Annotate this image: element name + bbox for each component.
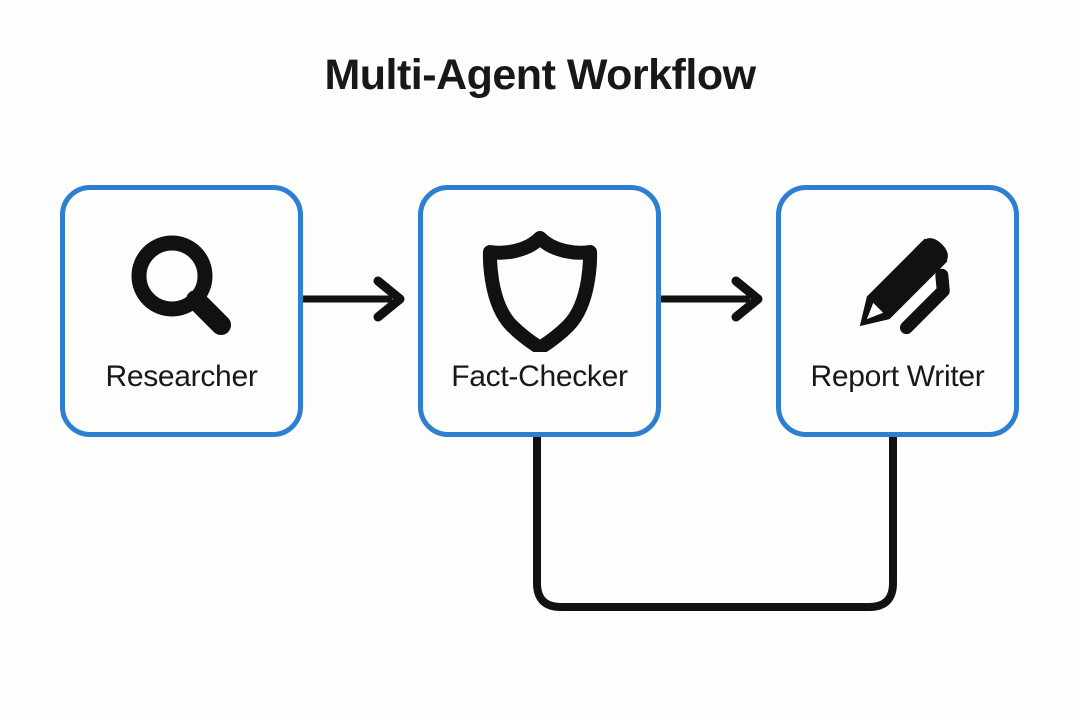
agent-card-fact-checker[interactable]: Fact-Checker xyxy=(418,185,661,437)
page-title: Multi-Agent Workflow xyxy=(324,51,756,99)
agent-card-label: Fact-Checker xyxy=(451,360,628,393)
magnifying-glass-icon xyxy=(118,224,246,352)
shield-icon xyxy=(476,224,604,352)
arrow-fact-checker-to-report-writer xyxy=(661,276,763,322)
agent-card-researcher[interactable]: Researcher xyxy=(60,185,303,437)
agent-card-label: Report Writer xyxy=(810,360,985,393)
agent-card-report-writer[interactable]: Report Writer xyxy=(776,185,1019,437)
agent-card-label: Researcher xyxy=(105,360,258,393)
pencil-icon xyxy=(834,224,962,352)
feedback-loop-report-writer-to-fact-checker xyxy=(533,437,897,611)
arrow-researcher-to-fact-checker xyxy=(303,276,405,322)
